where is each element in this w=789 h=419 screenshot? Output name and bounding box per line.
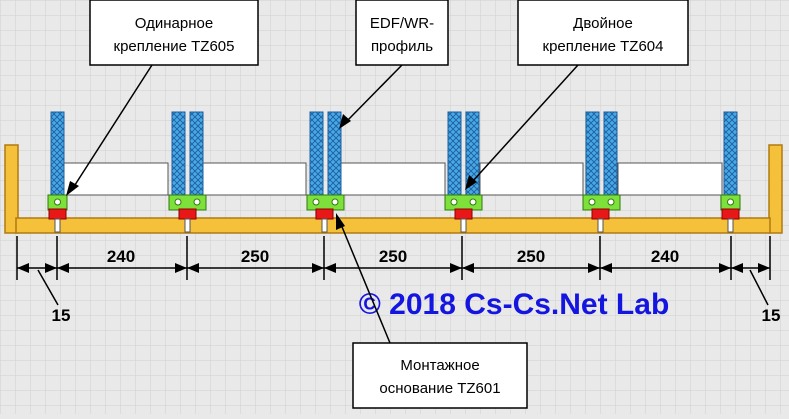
right-end-post [768,144,783,234]
callout-profile-line2: профиль [371,38,433,55]
span-3-label: 250 [379,247,407,266]
span-5-label: 240 [651,247,679,266]
callout-double-mount-line2: крепление TZ604 [543,38,664,55]
span-1-label: 240 [107,247,135,266]
callout-base-line2: основание TZ601 [379,380,500,397]
profiles [50,111,738,196]
callout-base-line1: Монтажное [400,357,479,374]
dimension-lines [16,236,771,280]
green-mounts [47,194,741,211]
left-end-post [4,144,19,234]
watermark: © 2018 Cs-Cs.Net Lab [359,288,670,321]
edge-right-leader [749,269,769,306]
callout-single-mount-line1: Одинарное [135,15,213,32]
callout-base: Монтажное основание TZ601 [336,213,528,409]
callout-double-mount: Двойное крепление TZ604 [465,0,689,190]
panels [63,162,723,196]
dimension-arrows [17,263,770,273]
mounting-rail [15,217,771,234]
callout-single-mount-line2: крепление TZ605 [114,38,235,55]
callout-single-mount: Одинарное крепление TZ605 [66,0,259,196]
callout-profile-line1: EDF/WR- [370,15,434,32]
span-4-label: 250 [517,247,545,266]
callout-profile: EDF/WR- профиль [339,0,449,129]
edge-left-leader [37,269,59,306]
span-2-label: 250 [241,247,269,266]
callout-double-mount-line1: Двойное [573,15,633,32]
base-screws [54,218,734,233]
edge-left-label: 15 [52,306,71,325]
edge-right-label: 15 [762,306,781,325]
